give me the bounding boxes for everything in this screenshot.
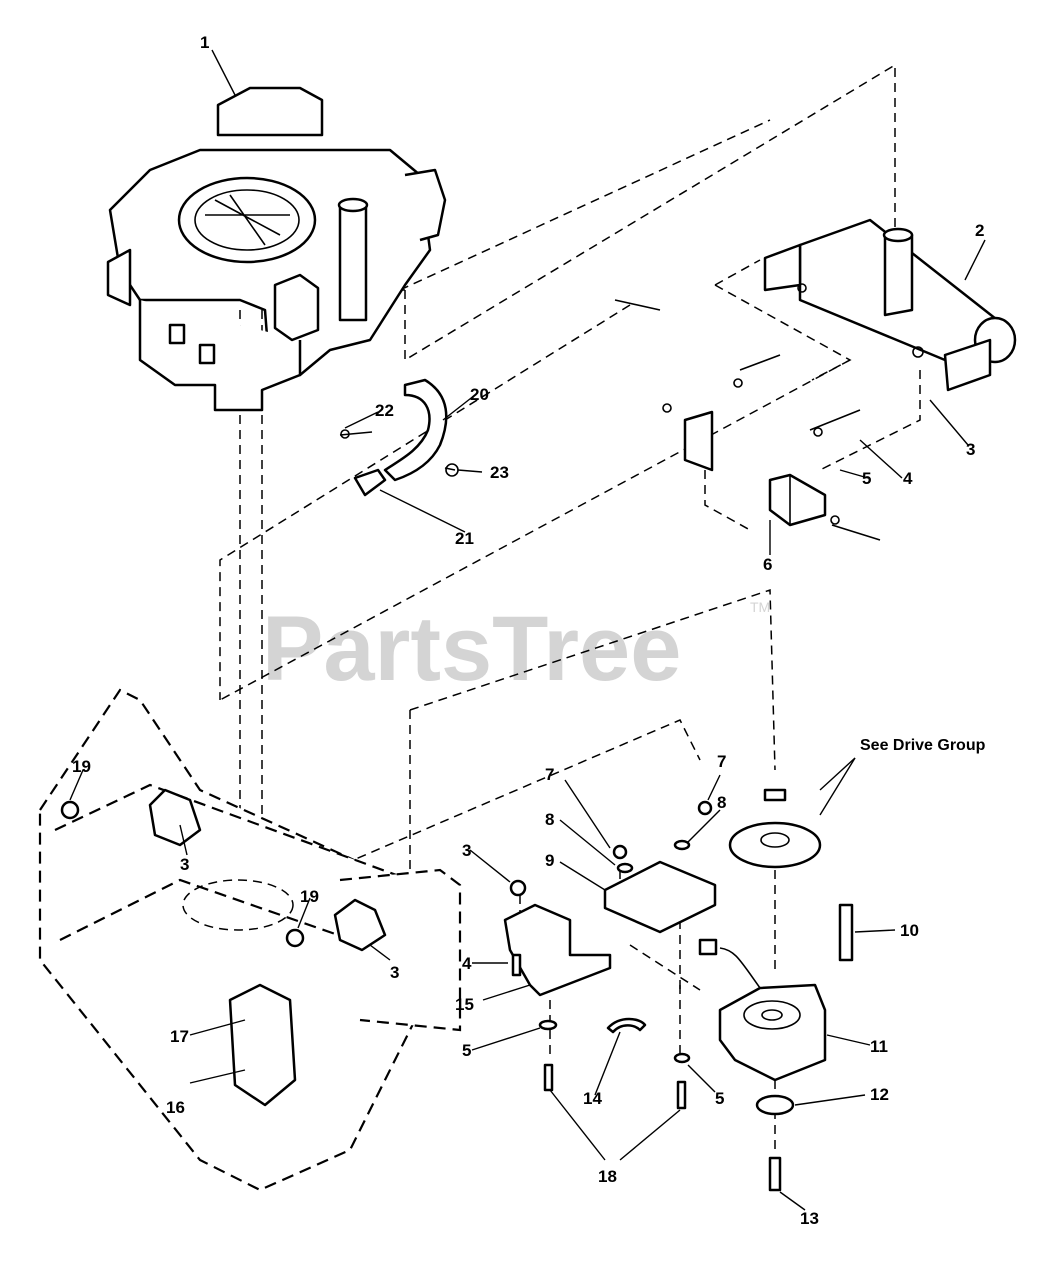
grommet-right <box>285 928 305 948</box>
washer-5b <box>673 1052 691 1064</box>
callout-12: 12 <box>870 1085 889 1104</box>
key-10 <box>838 903 854 962</box>
callout-11: 11 <box>870 1037 888 1056</box>
callout-10: 10 <box>900 921 919 940</box>
callout-13: 13 <box>800 1209 819 1228</box>
callout-6: 6 <box>763 555 772 574</box>
muffler-outlet <box>883 233 914 317</box>
pto-mount <box>228 983 297 1107</box>
drive-hardware <box>503 788 854 1192</box>
bolt-18b <box>676 1080 687 1110</box>
callout-3-mount-left: 3 <box>180 855 189 874</box>
callout-3: 3 <box>966 440 975 459</box>
washer-8a <box>616 862 634 874</box>
callout-5: 5 <box>862 469 871 488</box>
grommet-left <box>60 800 80 820</box>
callout-8-left: 8 <box>545 810 554 829</box>
callout-3-bracket: 3 <box>462 841 471 860</box>
nut-7b <box>697 800 713 816</box>
callout-21: 21 <box>455 529 474 548</box>
callout-2: 2 <box>975 221 984 240</box>
leader-lines <box>69 49 986 1211</box>
engine-mount-right <box>333 898 387 952</box>
callout-19-right: 19 <box>300 887 319 906</box>
callout-1: 1 <box>200 33 209 52</box>
clutch-connector <box>698 938 718 956</box>
washer-8b <box>673 839 691 851</box>
callout-4: 4 <box>903 469 913 488</box>
pulley-nut <box>763 788 787 802</box>
muffler <box>763 218 1017 392</box>
muffler-bracket <box>614 299 881 541</box>
callout-16: 16 <box>166 1098 185 1117</box>
callout-23: 23 <box>490 463 509 482</box>
bracket-15 <box>503 903 612 997</box>
engine-shroud-ear <box>404 168 447 242</box>
callout-5-lower: 5 <box>715 1089 724 1108</box>
callout-5-washer: 5 <box>462 1041 471 1060</box>
watermark-tm: TM <box>750 599 770 615</box>
callout-7-right: 7 <box>717 752 726 771</box>
callout-3-mount-right: 3 <box>390 963 399 982</box>
callout-4-bracket: 4 <box>462 954 472 973</box>
callout-20: 20 <box>470 385 489 404</box>
callouts: 1 2 3 4 5 6 20 22 23 21 19 3 19 3 3 4 15… <box>72 33 986 1228</box>
mower-frame <box>38 688 462 1192</box>
engine <box>106 86 447 412</box>
callout-22: 22 <box>375 401 394 420</box>
oil-drain-assembly <box>339 378 459 497</box>
clutch-11 <box>718 983 827 1082</box>
see-drive-group-note: See Drive Group <box>860 737 986 754</box>
callout-19-left: 19 <box>72 757 91 776</box>
callout-17: 17 <box>170 1027 189 1046</box>
washer-12 <box>755 1094 795 1116</box>
watermark: PartsTree <box>262 598 681 700</box>
callout-14: 14 <box>583 1089 602 1108</box>
bolt-13 <box>768 1156 782 1192</box>
nut-7a <box>612 844 628 860</box>
washer-5a <box>538 1019 558 1031</box>
callout-8-right: 8 <box>717 793 726 812</box>
bolt-18a <box>543 1063 554 1092</box>
engine-mount-left <box>148 788 202 847</box>
callout-7-left: 7 <box>545 765 554 784</box>
drive-pulley <box>728 821 822 869</box>
bolt-4 <box>511 953 522 977</box>
clip-14 <box>606 1017 647 1034</box>
plate-9 <box>603 860 717 934</box>
dipstick-tube <box>338 198 368 322</box>
callout-9: 9 <box>545 851 554 870</box>
callout-18: 18 <box>598 1167 617 1186</box>
nut-3 <box>509 879 527 897</box>
callout-15: 15 <box>455 995 474 1014</box>
